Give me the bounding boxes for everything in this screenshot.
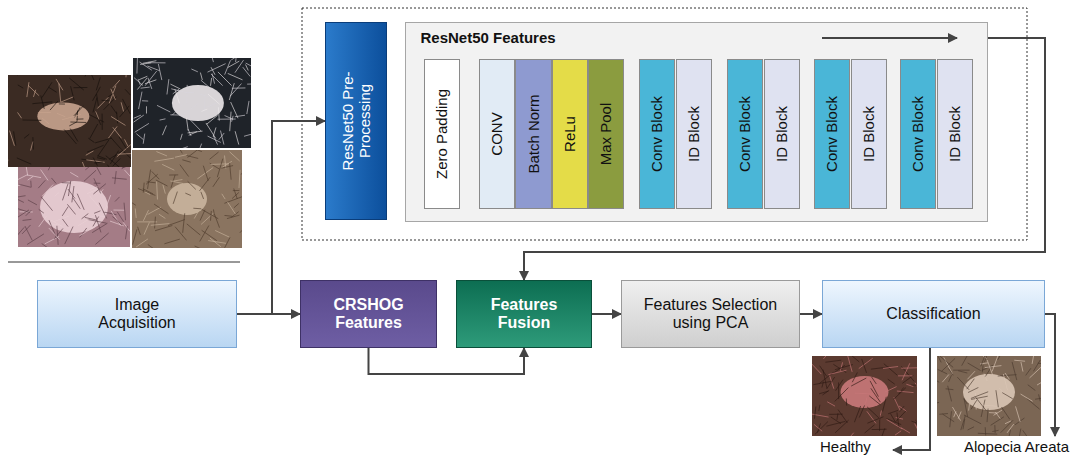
box-label: Classification xyxy=(886,305,980,323)
feature-extractor-panel: ResNet50 FeaturesZero Padding CONV Batch N… xyxy=(405,22,988,222)
layer-block: Conv Block xyxy=(727,59,763,209)
layer-block: ID Block xyxy=(851,59,887,209)
flow-arrow xyxy=(822,37,957,39)
box-label: ID Block xyxy=(685,106,702,162)
layer-block: Batch Norm xyxy=(515,59,552,209)
layer-block: Conv Block xyxy=(814,59,850,209)
scalp-photo xyxy=(8,75,131,167)
box-label: Zero Padding xyxy=(433,89,450,179)
dashed-group-frame xyxy=(302,8,1027,240)
box-label: Max Pool xyxy=(597,103,614,166)
box-label: CONV xyxy=(488,112,505,155)
scalp-photo xyxy=(132,150,242,248)
preprocessing-box: ResNet50 Pre-Processing xyxy=(325,22,387,220)
process-box: Image Acquisition xyxy=(37,280,237,348)
box-label: Conv Block xyxy=(823,96,840,172)
box-label: ID Block xyxy=(860,106,877,162)
layer-block: ReLu xyxy=(552,59,588,209)
layer-block: ID Block xyxy=(937,59,973,209)
process-box: Features Selection using PCA xyxy=(621,280,800,348)
flow-connector xyxy=(800,313,822,315)
scalp-photo xyxy=(812,356,917,436)
box-label: Features Selection using PCA xyxy=(636,296,786,333)
flow-connector xyxy=(369,348,525,374)
box-label: ReLu xyxy=(561,116,578,152)
box-label: Conv Block xyxy=(909,96,926,172)
scalp-photos xyxy=(1,43,1054,443)
box-label: Image Acquisition xyxy=(82,296,192,333)
flow-connector xyxy=(592,313,621,315)
box-label: ID Block xyxy=(946,106,963,162)
separator-line xyxy=(8,262,240,263)
scalp-photo xyxy=(937,356,1041,436)
process-box: Features Fusion xyxy=(456,280,592,348)
layer-block: ID Block xyxy=(764,59,800,209)
output-arrow xyxy=(1045,314,1055,436)
flow-connector xyxy=(237,313,300,315)
layer-block: Max Pool xyxy=(588,59,624,209)
layer-block: ID Block xyxy=(676,59,712,209)
box-label: Batch Norm xyxy=(525,94,542,173)
box-label: ResNet50 Pre-Processing xyxy=(339,66,374,176)
features-panel-fill xyxy=(405,22,988,222)
box-label: Features Fusion xyxy=(474,296,574,333)
class-label: Alopecia Areata xyxy=(964,438,1069,455)
layer-block: CONV xyxy=(479,59,515,209)
scalp-photo xyxy=(133,58,251,148)
flow-connector xyxy=(524,38,1045,280)
process-box: CRSHOG Features xyxy=(300,280,437,348)
box-label: Conv Block xyxy=(736,96,753,172)
box-label: Conv Block xyxy=(648,96,665,172)
layer-block: Conv Block xyxy=(900,59,936,209)
box-label: ID Block xyxy=(773,106,790,162)
layer-block: Conv Block xyxy=(639,59,675,209)
scalp-photo xyxy=(18,167,130,247)
process-box: Classification xyxy=(822,280,1045,348)
box-label: CRSHOG Features xyxy=(319,296,419,333)
class-label: Healthy xyxy=(820,438,871,455)
layer-block: Zero Padding xyxy=(424,59,460,209)
panel-heading: ResNet50 Features xyxy=(421,29,556,46)
